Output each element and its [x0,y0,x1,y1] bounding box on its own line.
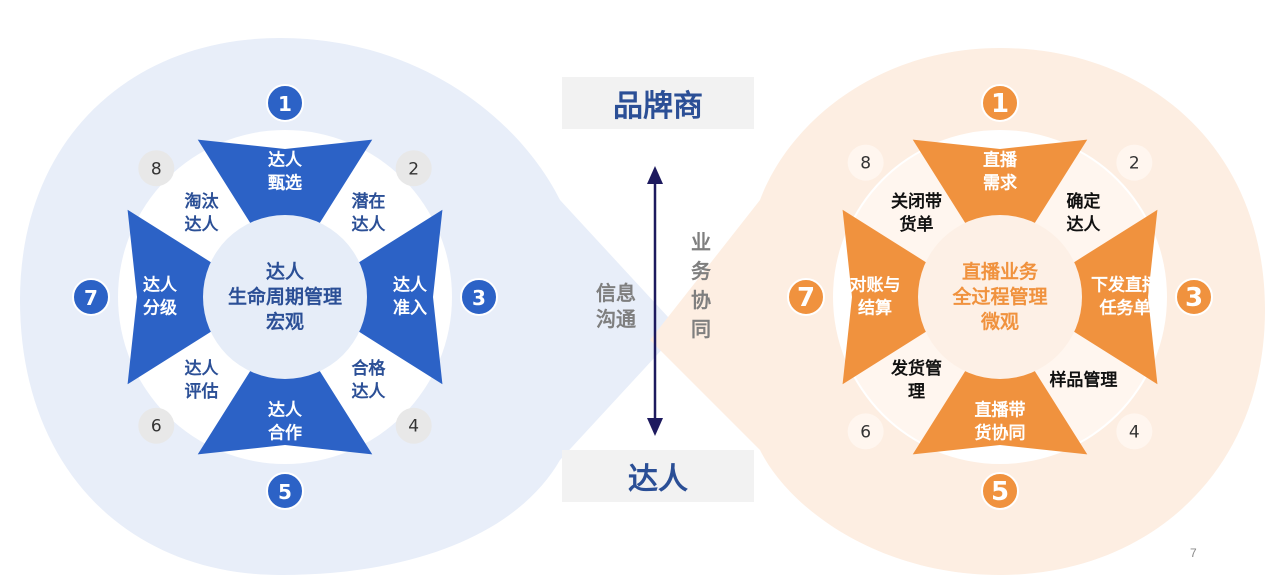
step-number: 1 [278,92,292,116]
wheel-center-text: 宏观 [266,310,304,333]
step-label: 达人 [1066,214,1101,235]
step-number-badge [138,150,175,187]
step-number: 7 [84,286,98,310]
step-number-badge [72,278,110,316]
step-number: 4 [1129,422,1140,442]
step-number: 5 [991,477,1009,507]
step-number-badge [1175,278,1213,316]
step-number-badge [981,84,1019,122]
step-label: 甄选 [268,174,302,194]
business-collab-char: 业 [691,230,711,254]
step-number-badge [1116,144,1153,181]
step-label: 达人 [185,214,220,235]
business-collab-text: 业务协同 [688,228,714,344]
step-number-badge [1116,413,1153,450]
step-label: 达人 [351,214,386,235]
wheel-center-circle [203,215,367,379]
business-collab-char: 同 [691,317,711,341]
wheel-arrow-sector [357,209,443,385]
step-label: 任务单 [1099,298,1151,319]
info-communication-text: 信息沟通 [592,280,640,332]
wheel-center-text: 微观 [980,310,1019,333]
business-collab-char: 务 [691,259,711,283]
wheel-center-text: 直播业务 [962,260,1039,283]
influencer-label: 达人 [562,450,754,502]
step-number-badge [266,84,304,122]
step-label: 合作 [268,423,302,444]
step-number-badge [395,407,432,444]
wheel-arrow-sector [912,369,1088,455]
business-collab-char: 协 [691,288,711,312]
step-number-badge [266,472,304,510]
step-label: 直播 [983,150,1018,171]
step-number-badge [460,278,498,316]
wheel-arrow-sector [912,139,1088,225]
step-label: 达人 [185,358,220,379]
step-number: 8 [860,154,871,174]
step-label: 分级 [143,298,177,319]
step-number-badge [787,278,825,316]
step-label: 货单 [900,214,934,235]
wheel-arrow-sector [1072,209,1158,385]
wheel-arrow-sector [127,209,213,385]
step-number: 3 [472,286,486,310]
step-number: 7 [797,283,815,313]
arrow-up-head [647,166,663,184]
step-number-badge [847,144,884,181]
step-label: 达人 [268,150,303,171]
step-label: 样品管理 [1049,369,1117,390]
step-label: 需求 [983,173,1017,194]
step-label: 潜在 [351,191,385,212]
wheel-arrow-sector [842,209,928,385]
step-label: 合格 [351,358,386,379]
step-label: 准入 [393,299,427,319]
step-number: 3 [1185,283,1203,313]
step-number: 1 [991,89,1009,119]
step-label: 理 [908,382,925,402]
step-label: 评估 [185,381,219,402]
step-number: 8 [151,159,162,179]
step-label: 淘汰 [185,191,220,212]
info-communication-line: 信息沟通 [592,280,640,332]
wheel-arrow-sector [197,139,373,225]
step-number: 5 [278,480,292,504]
step-number: 2 [408,159,419,179]
page-number: 7 [1190,546,1197,560]
step-number-badge [138,407,175,444]
wheel-arrow-sector [197,369,373,455]
wheel-center-text: 生命周期管理 [228,285,342,308]
step-number: 6 [151,417,162,437]
brand-label: 品牌商 [562,77,754,129]
info-communication-row: 信息 [596,281,636,305]
step-number-badge [847,413,884,450]
step-number-badge [981,472,1019,510]
info-communication-row: 沟通 [596,307,636,331]
step-label: 货协同 [975,423,1026,444]
step-number: 4 [408,417,419,437]
step-label: 达人 [143,275,178,296]
wheel-center-text: 全过程管理 [951,285,1047,308]
step-number: 2 [1129,154,1140,174]
step-label: 确定 [1066,191,1100,212]
step-label: 关闭带 [891,191,942,212]
step-label: 达人 [393,275,428,296]
step-label: 发货管 [890,358,942,379]
step-label: 直播带 [975,400,1026,421]
step-number: 6 [860,422,871,442]
step-label: 对账与 [850,275,901,296]
step-label: 结算 [858,298,892,319]
step-number-badge [395,150,432,187]
step-label: 达人 [268,400,303,421]
business-collab-line: 业务协同 [688,228,714,344]
wheel-center-text: 达人 [266,260,305,283]
arrow-down-head [647,418,663,436]
step-label: 下发直播 [1091,275,1160,296]
step-label: 达人 [351,381,386,402]
wheel-center-circle [918,215,1082,379]
